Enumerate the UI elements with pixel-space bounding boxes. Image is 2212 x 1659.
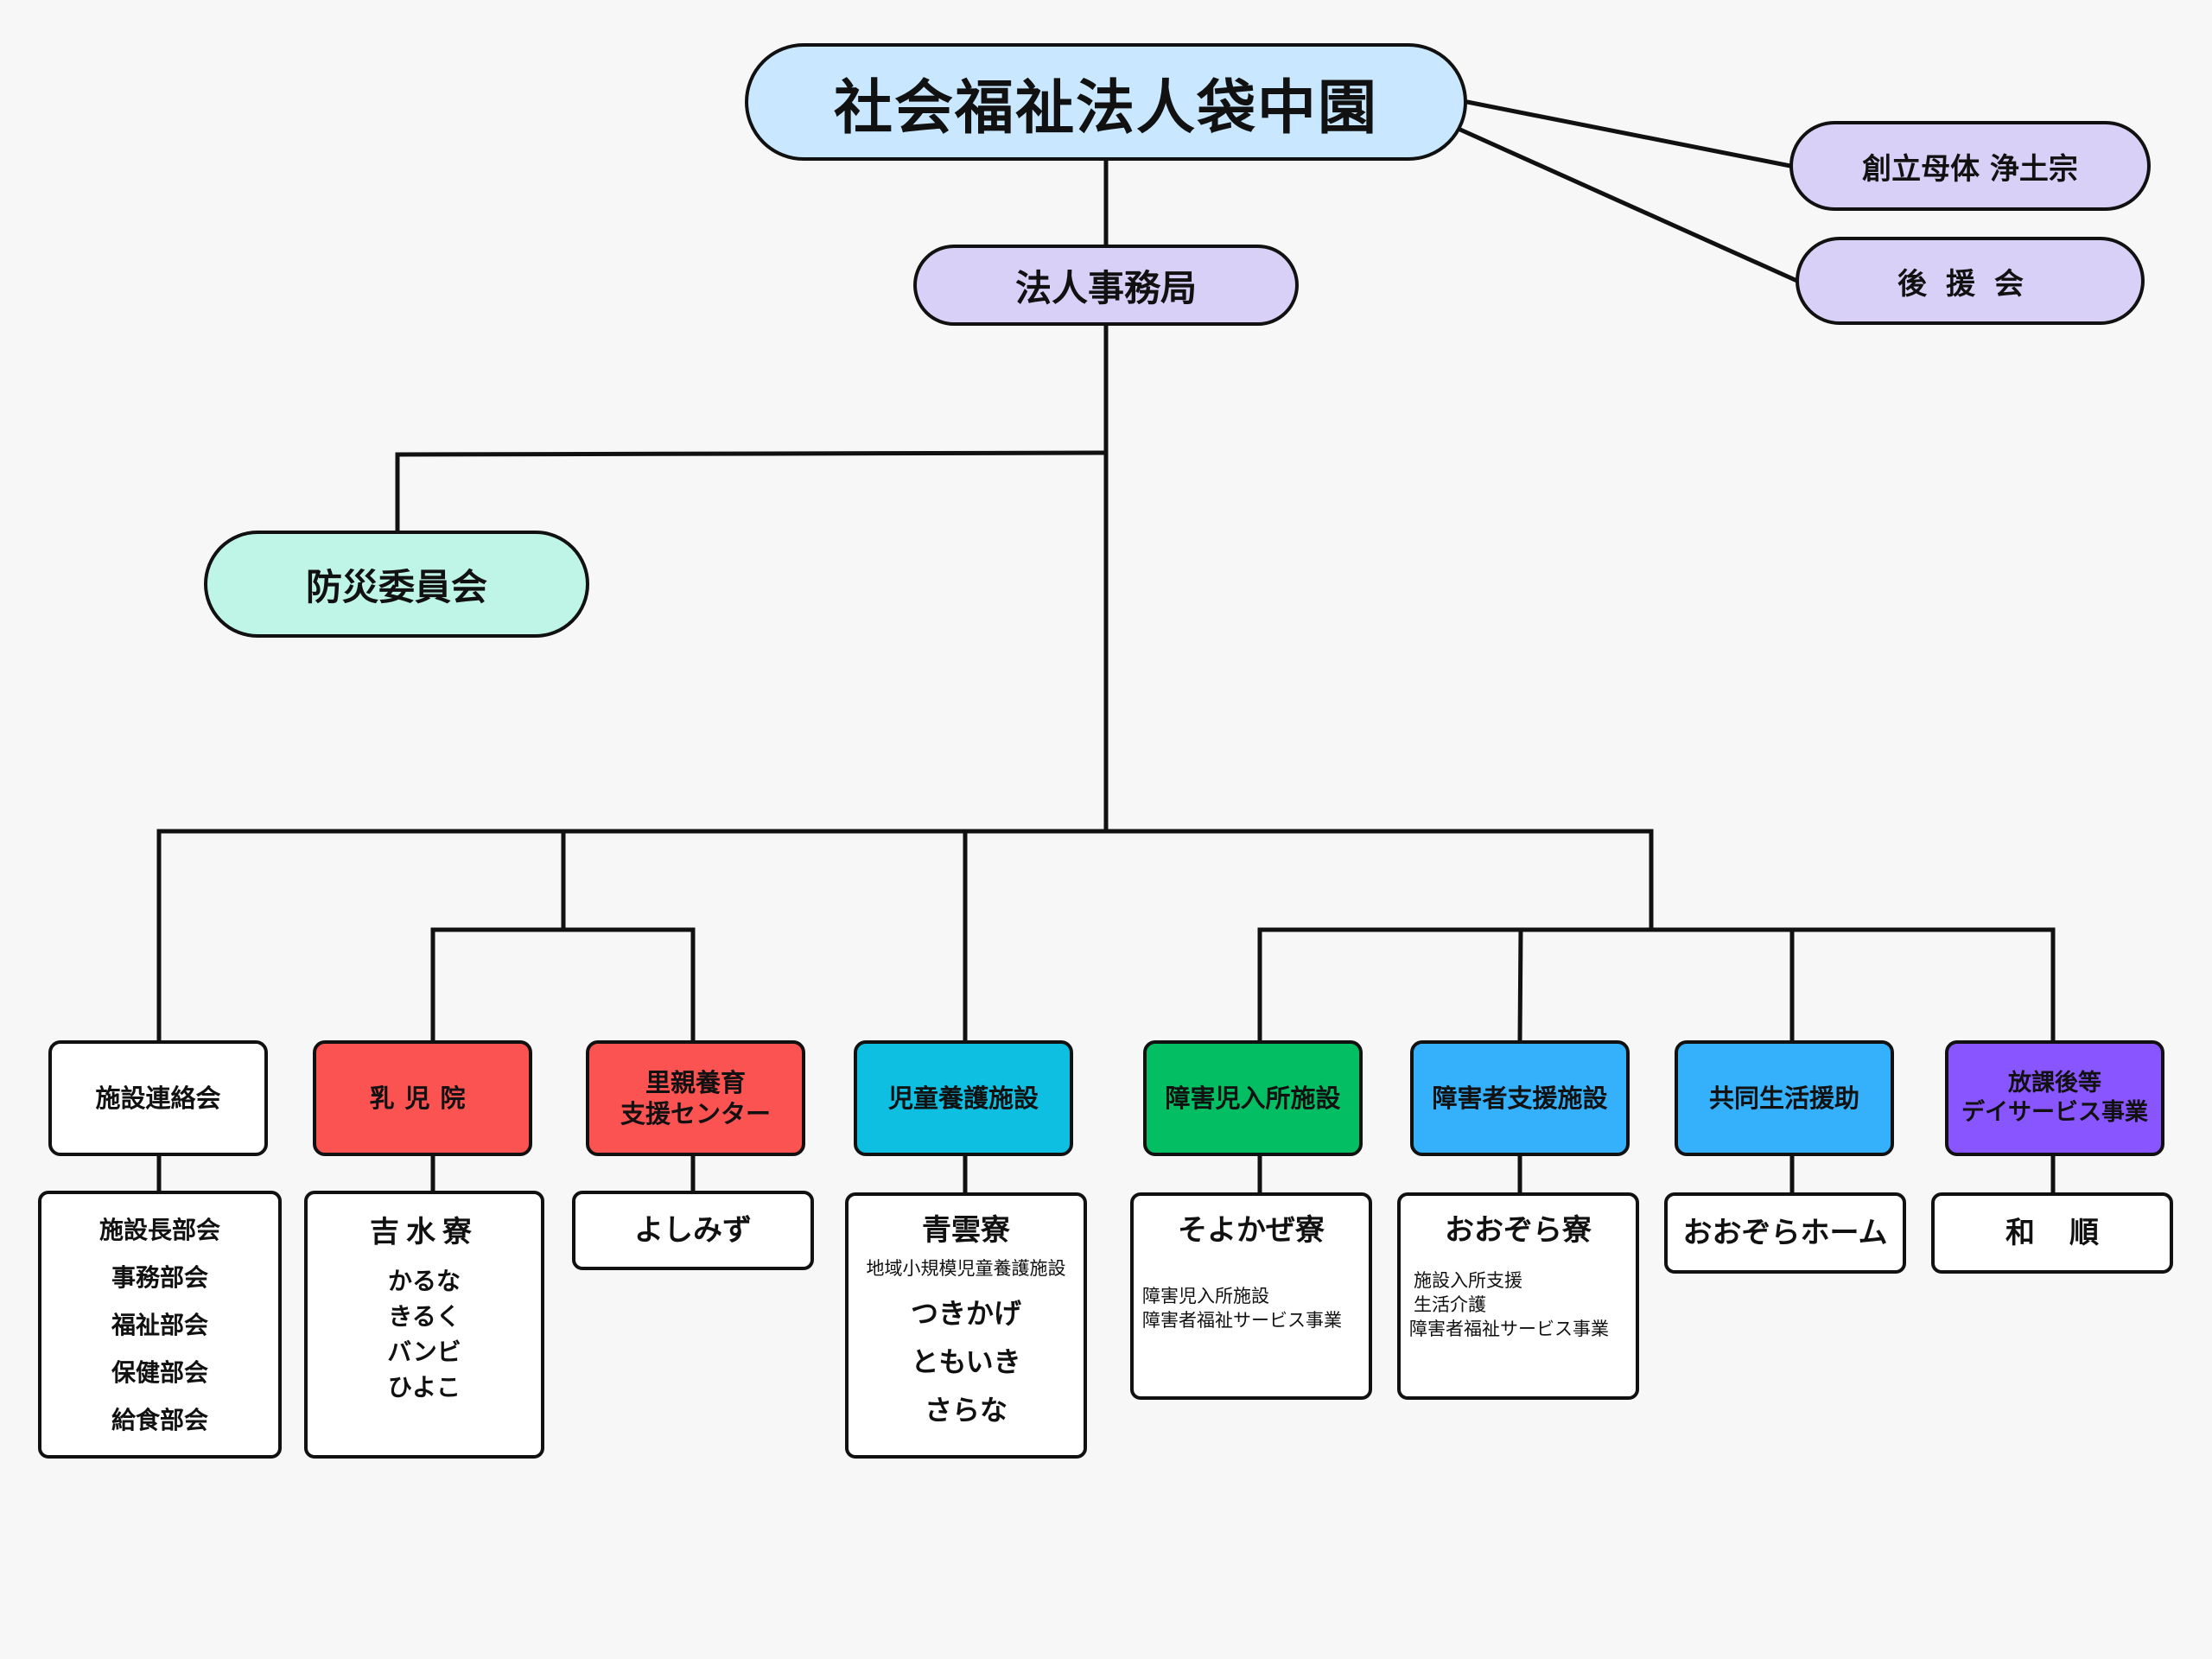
infant-facility-box: 吉水寮 かるな きるく バンビ ひよこ [304, 1191, 544, 1459]
facility-title: おおぞらホーム [1682, 1215, 1888, 1250]
liaison-item: 福祉部会 [111, 1310, 208, 1339]
liaison-item: 保健部会 [111, 1357, 208, 1387]
facility-title: 青雲寮 [922, 1213, 1010, 1248]
category-infant-home: 乳児院 [313, 1040, 532, 1156]
note-item: 生活介護 [1414, 1294, 1486, 1316]
facility-subtitle: 地域小規模児童養護施設 [866, 1258, 1066, 1280]
facility-notes: 障害児入所施設 障害者福祉サービス事業 [1134, 1284, 1342, 1332]
unit-item: きるく [388, 1302, 461, 1332]
category-after-school-line-2: デイサービス事業 [1961, 1099, 2148, 1126]
disabled-children-facility-box: そよかぜ寮 障害児入所施設 障害者福祉サービス事業 [1130, 1192, 1372, 1400]
group-home-box: おおぞらホーム [1664, 1192, 1906, 1274]
liaison-item: 施設長部会 [99, 1215, 220, 1244]
category-group-home: 共同生活援助 [1675, 1040, 1894, 1156]
connector-disaster [395, 450, 1109, 533]
facility-title: おおぞら寮 [1445, 1213, 1592, 1248]
note-item: 障害児入所施設 [1142, 1286, 1269, 1307]
connector-to-disabled-adults [1517, 927, 1523, 1043]
unit-item: バンビ [387, 1338, 461, 1367]
unit-item: つきかげ [910, 1297, 1021, 1331]
category-disabled-children: 障害児入所施設 [1143, 1040, 1363, 1156]
note-item: 施設入所支援 [1414, 1270, 1522, 1292]
note-item: 障害者福祉サービス事業 [1142, 1310, 1342, 1332]
founder-node: 創立母体 浄土宗 [1789, 121, 2151, 211]
category-after-school: 放課後等 デイサービス事業 [1945, 1040, 2164, 1156]
office-node: 法人事務局 [913, 245, 1299, 326]
root-node: 社会福祉法人袋中園 [745, 43, 1467, 161]
category-liaison: 施設連絡会 [48, 1040, 268, 1156]
unit-item: かるな [387, 1267, 461, 1296]
category-childcare: 児童養護施設 [854, 1040, 1073, 1156]
facility-title: 和順 [2005, 1215, 2133, 1250]
facility-title: 吉水寮 [370, 1215, 479, 1249]
liaison-item: 給食部会 [111, 1405, 208, 1434]
facility-title: そよかぜ寮 [1178, 1213, 1325, 1248]
category-disabled-adults: 障害者支援施設 [1410, 1040, 1630, 1156]
supporters-node: 後援会 [1796, 237, 2145, 325]
category-foster-support: 里親養育 支援センター [586, 1040, 805, 1156]
unit-item: さらな [924, 1394, 1007, 1427]
liaison-item: 事務部会 [111, 1262, 208, 1292]
facility-title: よしみず [634, 1212, 752, 1248]
unit-item: ひよこ [387, 1373, 461, 1402]
unit-item: ともいき [911, 1345, 1021, 1379]
disabled-adults-facility-box: おおぞら寮 施設入所支援 生活介護 障害者福祉サービス事業 [1397, 1192, 1639, 1400]
category-foster-line-2: 支援センター [620, 1099, 771, 1128]
disaster-committee-node: 防災委員会 [204, 531, 589, 638]
childcare-facility-box: 青雲寮 地域小規模児童養護施設 つきかげ ともいき さらな [845, 1192, 1087, 1459]
after-school-box: 和順 [1931, 1192, 2173, 1274]
foster-facility-box: よしみず [572, 1191, 814, 1270]
note-item: 障害者福祉サービス事業 [1409, 1319, 1609, 1340]
connector-root-supporters [1457, 126, 1802, 285]
liaison-subcommittees: 施設長部会 事務部会 福祉部会 保健部会 給食部会 [38, 1191, 282, 1459]
connector-root-founder [1465, 99, 1793, 168]
facility-notes: 施設入所支援 生活介護 障害者福祉サービス事業 [1401, 1268, 1609, 1341]
category-after-school-line-1: 放課後等 [2008, 1070, 2101, 1097]
category-foster-line-1: 里親養育 [645, 1067, 746, 1097]
